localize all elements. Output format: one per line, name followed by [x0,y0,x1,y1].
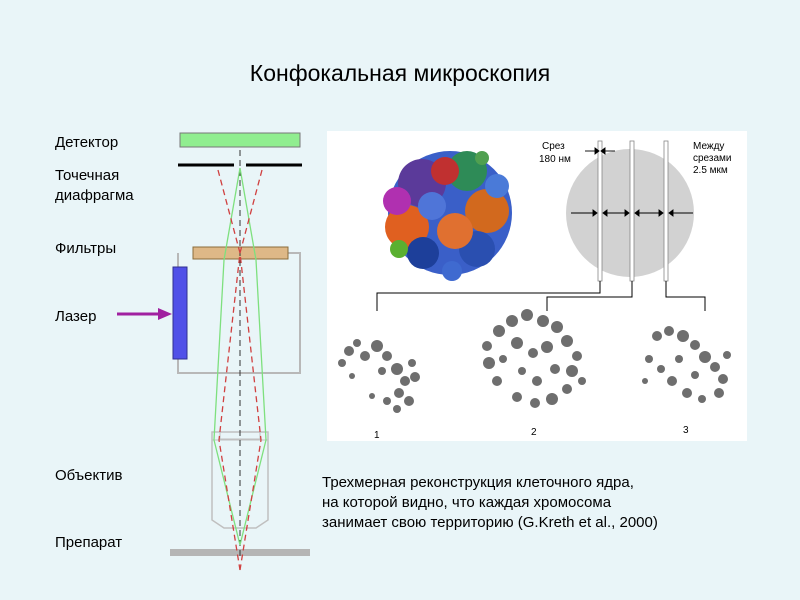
label-pinhole: Точечная диафрагма [55,166,134,206]
green-beam-left [213,167,241,546]
label-specimen: Препарат [55,534,123,551]
slice-spacing-label-2: срезами [693,153,732,164]
section-number-3: 3 [683,425,689,436]
objective-lens [211,431,269,529]
section-3-image [642,326,731,403]
section-connectors [376,281,706,311]
caption-line-2: на которой видно, что каждая хромосома [322,494,612,511]
filter-housing [177,252,301,374]
label-filters: Фильтры [55,240,117,257]
section-number-1: 1 [374,430,380,441]
slice-spacing-label-1: Между [693,141,724,152]
caption-line-3: занимает свою территорию (G.Kreth et al.… [322,514,658,531]
slice-plane-1 [597,140,603,282]
nucleus-3d-model [383,151,512,281]
detector-bar [179,132,301,148]
slice-plane-3 [663,140,669,282]
slice-thickness-label-2: 180 нм [539,154,571,165]
slice-plane-2 [629,140,635,282]
green-beam-right [239,167,267,546]
slide-title: Конфокальная микроскопия [249,60,551,86]
caption-line-1: Трехмерная реконструкция клеточного ядра… [322,474,634,491]
section-number-2: 2 [531,427,537,438]
red-beam-right [239,169,263,571]
section-1-image [338,339,420,413]
laser-mirror [172,266,188,360]
slice-spacing-label-3: 2.5 мкм [693,165,728,176]
label-laser: Лазер [55,308,97,325]
spacing-arrows [571,147,693,217]
label-pinhole-line1: Точечная [55,167,120,184]
red-beam-left [217,169,241,571]
slice-thickness-label-1: Срез [542,141,565,152]
label-objective: Объектив [55,467,123,484]
nucleus-figure-panel: Срез 180 нм Между срезами 2.5 мкм [327,131,747,441]
nucleus-figure: Срез 180 нм Между срезами 2.5 мкм [338,140,732,441]
label-detector: Детектор [55,134,119,151]
laser-arrow-head [158,308,172,320]
section-2-image [482,309,586,408]
figure-caption: Трехмерная реконструкция клеточного ядра… [322,473,658,533]
label-pinhole-line2: диафрагма [55,187,134,204]
